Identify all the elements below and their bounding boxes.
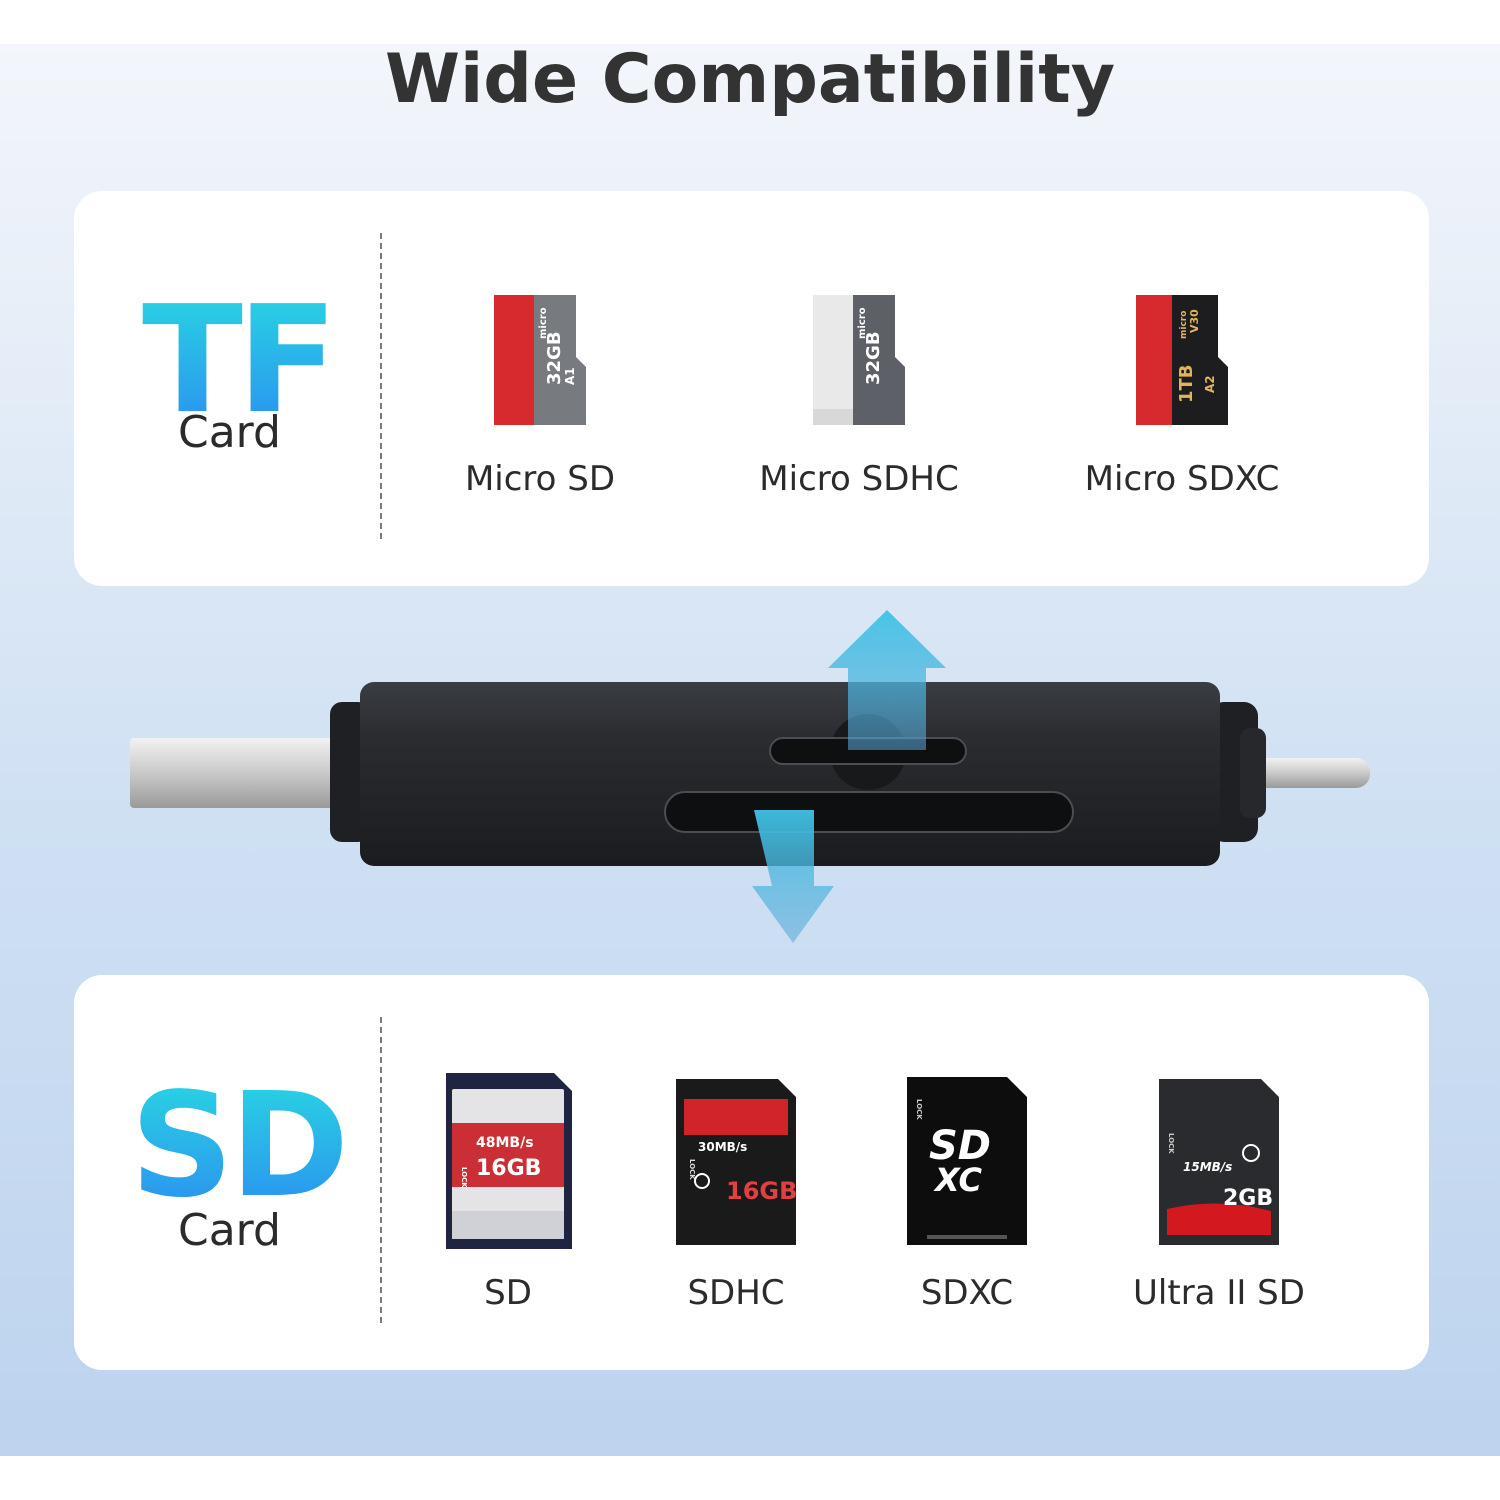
sd-card-panel: SD Card 48MB/s 16GB LOCK SD 30MB/s 16GB bbox=[74, 975, 1429, 1370]
micro-sdxc-label: Micro SDXC bbox=[1084, 459, 1280, 499]
sdhc-card-icon: 30MB/s 16GB LOCK bbox=[676, 1079, 797, 1245]
card-text: micro bbox=[1179, 311, 1189, 339]
card-text: 32GB bbox=[863, 331, 884, 385]
card-text: 2GB bbox=[1223, 1186, 1273, 1211]
divider bbox=[380, 1017, 382, 1323]
card-text: 48MB/s bbox=[476, 1135, 534, 1151]
arrow-down-icon bbox=[752, 810, 834, 943]
card-text: micro bbox=[538, 307, 549, 339]
micro-sdhc-card-icon: 32GB micro bbox=[813, 295, 905, 425]
card-text: 16GB bbox=[476, 1156, 541, 1181]
arrow-up-icon bbox=[828, 610, 946, 750]
card-text: A1 bbox=[563, 367, 577, 385]
card-text: XC bbox=[933, 1161, 983, 1199]
card-text: 1TB bbox=[1176, 364, 1197, 403]
sd-heading: SD bbox=[130, 1061, 349, 1229]
card-text: LOCK bbox=[460, 1167, 468, 1188]
tf-card-panel: TF Card 32GB micro A1 Micro SD 32GB micr… bbox=[74, 191, 1429, 586]
card-text: A2 bbox=[1203, 375, 1217, 393]
card-text: 16GB bbox=[726, 1177, 797, 1205]
card-reader-device-icon bbox=[130, 610, 1370, 943]
card-text: LOCK bbox=[915, 1099, 923, 1120]
micro-sd-label: Micro SD bbox=[464, 459, 616, 499]
ultra-ii-sd-label: Ultra II SD bbox=[1133, 1273, 1305, 1313]
card-text: LOCK bbox=[688, 1159, 696, 1180]
card-text: 32GB bbox=[544, 331, 565, 385]
micro-sd-card-icon: 32GB micro A1 bbox=[494, 295, 586, 425]
usb-c-plug bbox=[1250, 758, 1370, 788]
card-text: 30MB/s bbox=[698, 1140, 747, 1154]
sd-label: SD bbox=[484, 1273, 532, 1313]
usb-a-plug bbox=[130, 738, 335, 808]
micro-sdhc-label: Micro SDHC bbox=[759, 459, 959, 499]
card-text: SD bbox=[929, 1123, 991, 1169]
card-text: LOCK bbox=[1167, 1133, 1175, 1154]
sd-card-icon: 48MB/s 16GB LOCK bbox=[446, 1073, 572, 1249]
card-text: V30 bbox=[1188, 309, 1201, 333]
sd-subheading: Card bbox=[178, 1205, 281, 1256]
card-text: 15MB/s bbox=[1183, 1160, 1232, 1174]
divider bbox=[380, 233, 382, 539]
tf-subheading: Card bbox=[178, 407, 281, 458]
sdxc-label: SDXC bbox=[920, 1273, 1014, 1313]
sdxc-card-icon: SD XC LOCK bbox=[907, 1077, 1027, 1245]
page-title: Wide Compatibility bbox=[384, 40, 1116, 119]
ultra-ii-sd-card-icon: 15MB/s 2GB LOCK bbox=[1159, 1079, 1279, 1245]
sdhc-label: SDHC bbox=[687, 1273, 785, 1313]
card-text: micro bbox=[857, 307, 868, 339]
micro-sdxc-card-icon: 1TB micro V30 A2 bbox=[1136, 295, 1228, 425]
tf-heading: TF bbox=[142, 274, 338, 446]
